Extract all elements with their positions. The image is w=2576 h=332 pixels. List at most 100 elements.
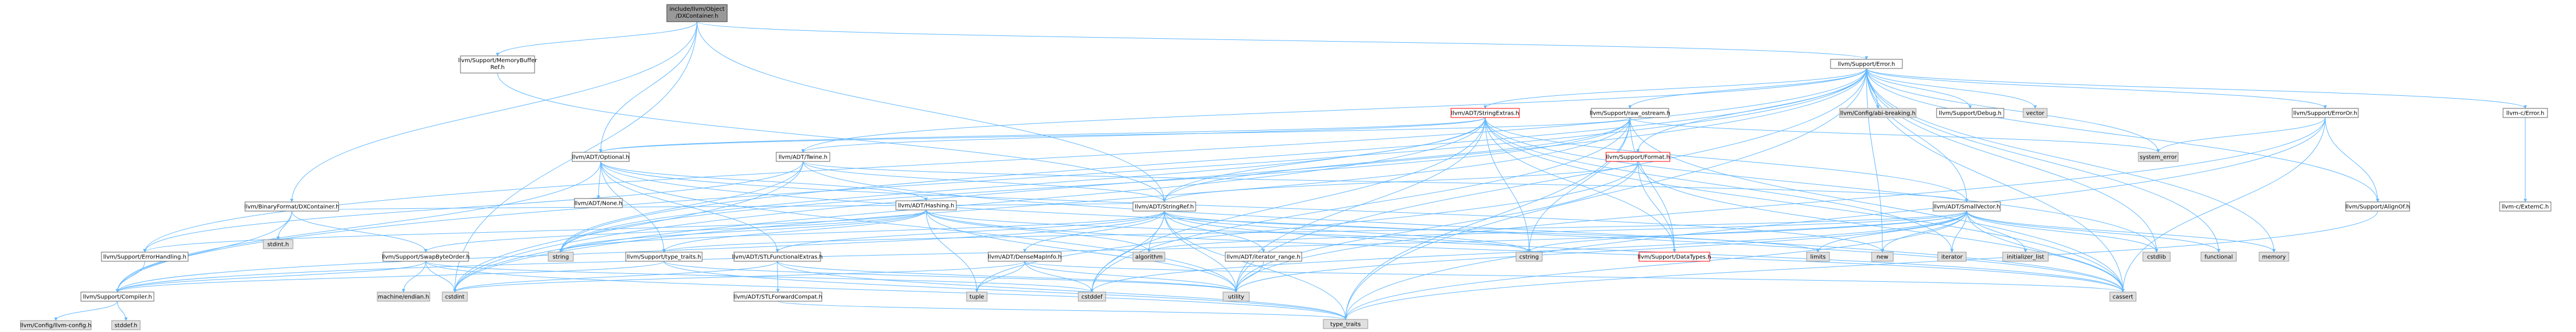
node-hashing[interactable]: llvm/ADT/Hashing.h (895, 200, 957, 210)
node-box (2502, 108, 2548, 118)
node-limits[interactable]: limits (1806, 252, 1830, 262)
node-debug[interactable]: llvm/Support/Debug.h (1936, 108, 2004, 118)
node-cstring[interactable]: cstring (1515, 252, 1543, 262)
edge-error-to-errorhandling (143, 68, 1867, 253)
node-compiler[interactable]: llvm/Support/Compiler.h (80, 291, 154, 302)
node-box (244, 201, 339, 212)
node-aligntof[interactable]: llvm/Support/AlignOf.h (2345, 201, 2410, 212)
node-machendian[interactable]: machine/endian.h (377, 291, 430, 302)
edge-bfdx-to-swapbyte (291, 210, 427, 253)
edge-optional-to-cassert (600, 161, 2125, 293)
edge-stringextras-to-twine (801, 117, 1486, 153)
node-errorhandling[interactable]: llvm/Support/ErrorHandling.h (101, 252, 189, 262)
node-utility[interactable]: utility (1222, 291, 1250, 302)
node-abibreaking[interactable]: llvm/Config/abi-breaking.h (1839, 108, 1917, 118)
node-cerror[interactable]: llvm-c/Error.h (2502, 108, 2548, 118)
node-box (442, 291, 468, 302)
node-root[interactable]: include/llvm/Object/DXContainer.h (666, 4, 728, 22)
edge-twine-to-errorhandling (143, 161, 804, 253)
node-cstddef[interactable]: cstddef (1078, 291, 1106, 302)
edge-error-to-compiler (116, 68, 1867, 293)
node-memory[interactable]: memory (2259, 252, 2289, 262)
node-label: llvm-c/Error.h (2506, 111, 2545, 117)
node-algorithm[interactable]: algorithm (1132, 252, 1165, 262)
edge-densemapinfo-to-cstdint (453, 261, 1025, 293)
node-stdint_h[interactable]: stdint.h (263, 239, 294, 249)
node-stddef[interactable]: stddef.h (111, 320, 141, 330)
node-new[interactable]: new (1871, 252, 1894, 262)
edge-typetraits-to-compiler (116, 261, 665, 293)
node-llvmconfig[interactable]: llvm/Config/llvm-config.h (20, 320, 92, 330)
node-label: llvm/Support/SwapByteOrder.h (382, 254, 470, 261)
node-label: initializer_list (2007, 254, 2044, 261)
node-smallvector[interactable]: llvm/ADT/SmallVector.h (1933, 201, 2001, 212)
edge-rawostream-to-datatypes (1629, 117, 1676, 253)
node-cassert[interactable]: cassert (2109, 291, 2137, 302)
edge-smallvector-to-type_traits (1344, 210, 1967, 320)
node-cstdint[interactable]: cstdint (442, 291, 468, 302)
edge-smallvector-to-utility (1234, 210, 1967, 293)
edge-hashing-to-cassert (926, 209, 2125, 293)
node-vector[interactable]: vector (2023, 108, 2048, 118)
node-externc[interactable]: llvm-c/ExternC.h (2499, 201, 2551, 212)
node-syserr[interactable]: system_error (2138, 152, 2179, 162)
node-functional[interactable]: functional (2200, 252, 2237, 262)
node-optional[interactable]: llvm/ADT/Optional.h (572, 152, 630, 162)
edge-densemapinfo-to-utility (1024, 261, 1238, 293)
edge-error-to-utility (1234, 68, 1867, 293)
node-label: limits (1810, 254, 1825, 261)
node-box (1830, 59, 1903, 69)
node-label: llvm/ADT/Twine.h (778, 155, 828, 161)
node-box (1323, 319, 1368, 329)
node-type_traits[interactable]: type_traits (1323, 319, 1368, 329)
edge-stlfunc-to-cstdint (453, 261, 778, 293)
node-bfdx[interactable]: llvm/BinaryFormat/DXContainer.h (244, 201, 340, 212)
node-box (2023, 108, 2048, 118)
edge-smallvector-to-new (1881, 210, 1967, 253)
node-box (625, 252, 703, 262)
edge-swapbyte-to-type_traits (425, 261, 1347, 320)
node-iterrange[interactable]: llvm/ADT/iterator_range.h (1225, 252, 1302, 262)
edge-smallvector-to-cstdlib (1966, 210, 2158, 253)
node-string[interactable]: string (548, 252, 574, 262)
node-stringref[interactable]: llvm/ADT/StringRef.h (1132, 201, 1196, 212)
node-error[interactable]: llvm/Support/Error.h (1830, 59, 1903, 69)
node-erroror[interactable]: llvm/Support/ErrorOr.h (2292, 108, 2359, 118)
edge-typetraits-to-utility (663, 261, 1238, 293)
node-twine[interactable]: llvm/ADT/Twine.h (776, 152, 830, 162)
node-cstdlib[interactable]: cstdlib (2142, 252, 2171, 262)
node-label: llvm/ADT/Optional.h (572, 155, 629, 161)
edge-stringextras-to-cassert (1485, 117, 2125, 293)
edge-smallvector-to-typetraits (662, 210, 1967, 253)
node-label: llvm/Support/ErrorOr.h (2293, 111, 2357, 117)
node-label: cassert (2113, 294, 2133, 301)
node-swapbyte[interactable]: llvm/Support/SwapByteOrder.h (382, 252, 470, 262)
node-label: system_error (2139, 155, 2177, 161)
edge-iterrange-to-utility (1234, 261, 1264, 293)
node-rawostream[interactable]: llvm/Support/raw_ostream.h (1589, 108, 1670, 118)
node-stringextras[interactable]: llvm/ADT/StringExtras.h (1450, 108, 1520, 118)
node-densemapinfo[interactable]: llvm/ADT/DenseMapInfo.h (988, 252, 1062, 262)
edge-stringextras-to-smallvector (1485, 117, 1968, 203)
node-typetraits[interactable]: llvm/Support/type_traits.h (625, 252, 703, 262)
edge-rawostream-to-stringref (1163, 117, 1631, 203)
node-box (1839, 108, 1917, 118)
node-tuple[interactable]: tuple (966, 291, 988, 302)
node-iterator[interactable]: iterator (1937, 252, 1967, 262)
node-initlist[interactable]: initializer_list (2002, 252, 2049, 262)
edge-swapbyte-to-cstddef (425, 261, 1094, 293)
edge-error-to-smallvector (1866, 68, 1968, 203)
node-box (377, 291, 430, 302)
node-none[interactable]: llvm/ADT/None.h (574, 198, 623, 208)
node-label: llvm-c/ExternC.h (2502, 204, 2549, 210)
node-format[interactable]: llvm/Support/Format.h (1605, 152, 1670, 162)
node-stlfunc[interactable]: llvm/ADT/STLFunctionalExtras.h (732, 252, 823, 262)
edge-error-to-cassert (1866, 68, 2125, 293)
edge-optional-to-hashing (600, 161, 928, 201)
edge-rawostream-to-string (559, 117, 1631, 253)
edge-stlfunc-to-stlcompat (776, 261, 780, 293)
node-stlcompat[interactable]: llvm/ADT/STLForwardCompat.h (733, 291, 822, 302)
node-datatypes[interactable]: llvm/Support/DataTypes.h (1637, 252, 1711, 262)
